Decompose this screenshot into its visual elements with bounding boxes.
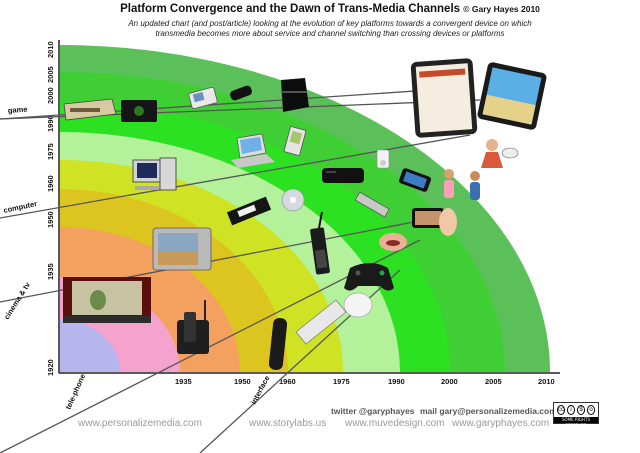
crt-tv-icon <box>152 227 212 271</box>
y-label-1920: 1920 <box>46 359 55 376</box>
footer-link-garyphayes[interactable]: www.garyphayes.com <box>452 418 550 429</box>
channel-label-telephone: tele-phone <box>64 373 88 411</box>
attribution-icon: i <box>567 405 575 415</box>
creative-commons-badge[interactable]: cc i $ o SOME RIGHTS RESERVED <box>553 402 599 428</box>
flip-phone-icon <box>354 191 390 218</box>
cordless-phone-icon <box>177 300 209 354</box>
x-label-1960: 1960 <box>279 377 296 386</box>
remote-control-icon <box>268 318 288 370</box>
y-label-2000: 2000 <box>46 87 55 104</box>
gamepad-icon <box>344 263 394 291</box>
footer-link-personalizemedia[interactable]: www.personalizemedia.com <box>78 418 202 429</box>
x-axis-labels: 1935 1950 1960 1975 1990 2000 2005 2010 <box>175 377 555 386</box>
channel-label-game: game <box>8 105 28 115</box>
vcr-icon <box>226 196 272 226</box>
cc-icon: cc <box>557 405 565 415</box>
page-title: Platform Convergence and the Dawn of Tra… <box>95 3 565 15</box>
subtitle-line-1: An updated chart (and post/article) look… <box>128 19 532 28</box>
desktop-pc-icon <box>132 157 177 191</box>
ipod-icon <box>376 149 390 169</box>
page-subtitle: An updated chart (and post/article) look… <box>95 19 565 39</box>
x-label-1950: 1950 <box>234 377 251 386</box>
retro-computer-icon <box>63 98 117 121</box>
ray-computer <box>0 134 471 219</box>
footer-link-storylabs[interactable]: www.storylabs.us <box>249 418 327 429</box>
x-label-2005: 2005 <box>485 377 502 386</box>
handheld-pda-icon <box>283 125 307 157</box>
cc-license-label: SOME RIGHTS RESERVED <box>554 417 598 428</box>
page-title-copyright: © Gary Hayes 2010 <box>463 4 540 14</box>
x-label-1990: 1990 <box>388 377 405 386</box>
game-console-icon <box>121 100 157 122</box>
set-top-box-icon <box>322 168 364 183</box>
x-label-2010: 2010 <box>538 377 555 386</box>
smartphone-icon <box>399 168 431 192</box>
footer-mail[interactable]: mail gary@personalizemedia.com <box>420 406 557 416</box>
y-axis-labels: 2010 2005 2000 1990 1975 1960 1950 1935 … <box>46 41 55 376</box>
band-1920 <box>60 320 120 372</box>
x-label-1935: 1935 <box>175 377 192 386</box>
page-title-text: Platform Convergence and the Dawn of Tra… <box>120 3 461 15</box>
sharealike-icon: o <box>587 405 595 415</box>
handheld-pda-icon-2 <box>230 85 252 101</box>
ps3-console-icon <box>281 78 309 112</box>
brick-phone-icon <box>310 211 330 275</box>
y-label-1950: 1950 <box>46 211 55 228</box>
footer-link-muvedesign[interactable]: www.muvedesign.com <box>345 418 445 429</box>
device-icons <box>63 58 547 370</box>
people-figures-icon <box>444 139 519 200</box>
mouse-icon <box>343 292 373 318</box>
keyboard-icon <box>295 299 347 345</box>
y-label-1960: 1960 <box>46 175 55 192</box>
subtitle-line-2: transmedia becomes more about service an… <box>155 29 505 38</box>
y-label-1935: 1935 <box>46 263 55 280</box>
dvd-disc-icon <box>281 188 305 212</box>
cinema-screen-icon <box>63 277 151 323</box>
mouth-voice-icon <box>379 233 407 251</box>
y-label-1975: 1975 <box>46 143 55 160</box>
x-label-1975: 1975 <box>333 377 350 386</box>
laptop-icon <box>231 133 275 168</box>
x-label-2000: 2000 <box>441 377 458 386</box>
footer-twitter[interactable]: twitter @garyphayes <box>331 406 415 416</box>
y-label-2010: 2010 <box>46 41 55 58</box>
handheld-console-icon <box>188 86 218 110</box>
y-label-2005: 2005 <box>46 66 55 83</box>
slate-tablet-icon <box>477 62 547 130</box>
tablet-icon <box>410 58 478 138</box>
touch-phone-icon <box>412 208 457 236</box>
y-label-1990: 1990 <box>46 115 55 132</box>
noncommercial-icon: $ <box>577 405 585 415</box>
